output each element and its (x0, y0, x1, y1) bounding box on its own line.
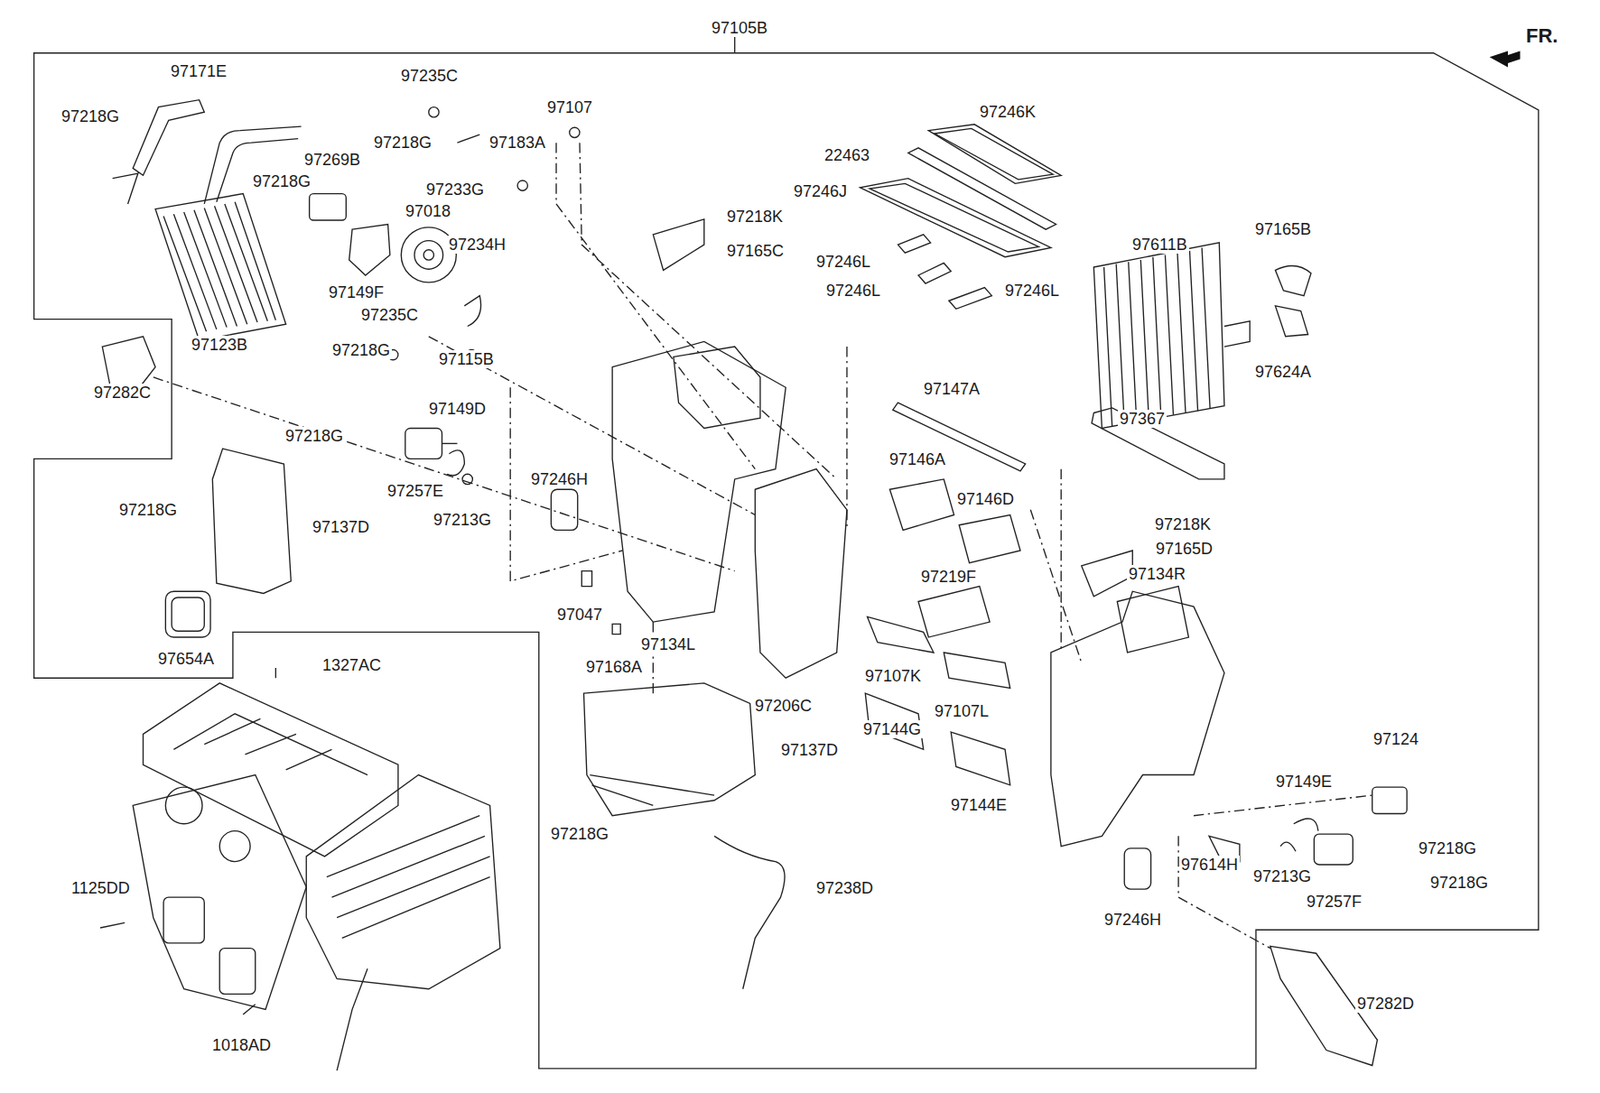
assembly-lines (153, 142, 1373, 949)
callout-number: 97218G (283, 427, 345, 446)
callout-number: 97367 (1117, 409, 1167, 428)
callout-number: 97218G (1428, 874, 1490, 893)
callout-number: 97144E (948, 796, 1009, 815)
callout-number: 97614H (1179, 855, 1240, 875)
housing-parts (165, 219, 1377, 1067)
callout-number: 97246L (824, 281, 883, 300)
evaporator (1091, 242, 1250, 480)
callout-number: 97235C (399, 66, 460, 85)
callout-number: 97218G (548, 825, 611, 844)
callout-number: 97105B (709, 18, 770, 38)
callout-number: 97047 (555, 605, 605, 624)
callout-number: 97144G (861, 720, 923, 739)
callout-number: 1125DD (69, 879, 132, 898)
callout-number: 97282D (1355, 995, 1416, 1014)
callout-number: 97624A (1253, 362, 1313, 382)
callout-number: 97233G (424, 180, 486, 199)
callout-number: 97018 (403, 202, 453, 221)
callout-number: 97146D (955, 490, 1016, 509)
callout-number: 97134R (1126, 565, 1188, 584)
callout-number: 97168A (584, 658, 644, 677)
front-arrow (1489, 50, 1521, 67)
callout-number: 97218G (59, 107, 121, 126)
callout-number: 97246H (1102, 911, 1163, 930)
callout-number: 97234H (446, 235, 508, 254)
callout-number: 97246L (814, 252, 873, 271)
callout-number: 97654A (156, 650, 216, 669)
actuators (102, 107, 1407, 866)
callout-number: 97246K (977, 102, 1038, 121)
callout-number: 97149E (1274, 772, 1334, 791)
callout-number: 97124 (1371, 730, 1421, 749)
callout-number: 97218G (1416, 839, 1479, 858)
callout-number: 97165D (1153, 539, 1215, 559)
callout-number: 22463 (822, 146, 872, 165)
heater-core (112, 100, 302, 342)
callout-number: 97218K (725, 207, 785, 226)
front-indicator: FR. (1524, 27, 1560, 46)
callout-number: 97115B (437, 350, 496, 369)
callout-number: 97146A (887, 450, 948, 469)
callout-number: 97123B (189, 335, 250, 354)
callout-number: 97257F (1304, 893, 1364, 912)
callout-number: 97238D (814, 879, 875, 898)
assembled-unit (100, 668, 501, 1071)
callout-number: 97235C (359, 306, 420, 325)
callout-number: 1327AC (320, 656, 383, 675)
callout-number: 97246H (529, 470, 590, 489)
callout-number: 97611B (1130, 235, 1190, 254)
callout-number: 97149F (326, 283, 386, 302)
callout-number: 97218G (251, 172, 313, 191)
callout-number: 97269B (302, 150, 363, 169)
callout-number: 97149D (427, 400, 488, 419)
filter-parts (860, 124, 1062, 309)
callout-number: 97246L (1003, 281, 1061, 300)
callout-number: 97213G (431, 511, 494, 530)
callout-number: 97257E (385, 482, 446, 501)
group-outline (34, 53, 1539, 1070)
callout-number: 1018AD (210, 1036, 273, 1055)
callout-number: 97213G (1251, 867, 1313, 886)
callout-number: 97171E (168, 62, 229, 81)
callout-number: 97107 (545, 98, 595, 117)
callout-number: 97165C (725, 241, 786, 261)
callout-number: 97107L (932, 702, 991, 721)
callout-number: 97282C (92, 383, 153, 402)
callout-number: 97218K (1153, 515, 1213, 534)
callout-number: 97219F (919, 567, 978, 587)
callout-number: 97206C (753, 697, 814, 716)
callout-number: 97246J (791, 182, 849, 201)
callout-number: 97183A (487, 133, 548, 152)
callout-number: 97165B (1253, 220, 1313, 239)
callout-number: 97137D (779, 741, 840, 760)
callout-number: 97137D (310, 518, 372, 537)
callout-number: 97218G (330, 341, 392, 360)
callout-number: 97107K (863, 667, 923, 686)
callout-number: 97218G (372, 133, 434, 152)
callout-number: 97134L (639, 635, 698, 654)
callout-number: 97147A (921, 380, 982, 399)
callout-number: 97218G (117, 501, 179, 520)
